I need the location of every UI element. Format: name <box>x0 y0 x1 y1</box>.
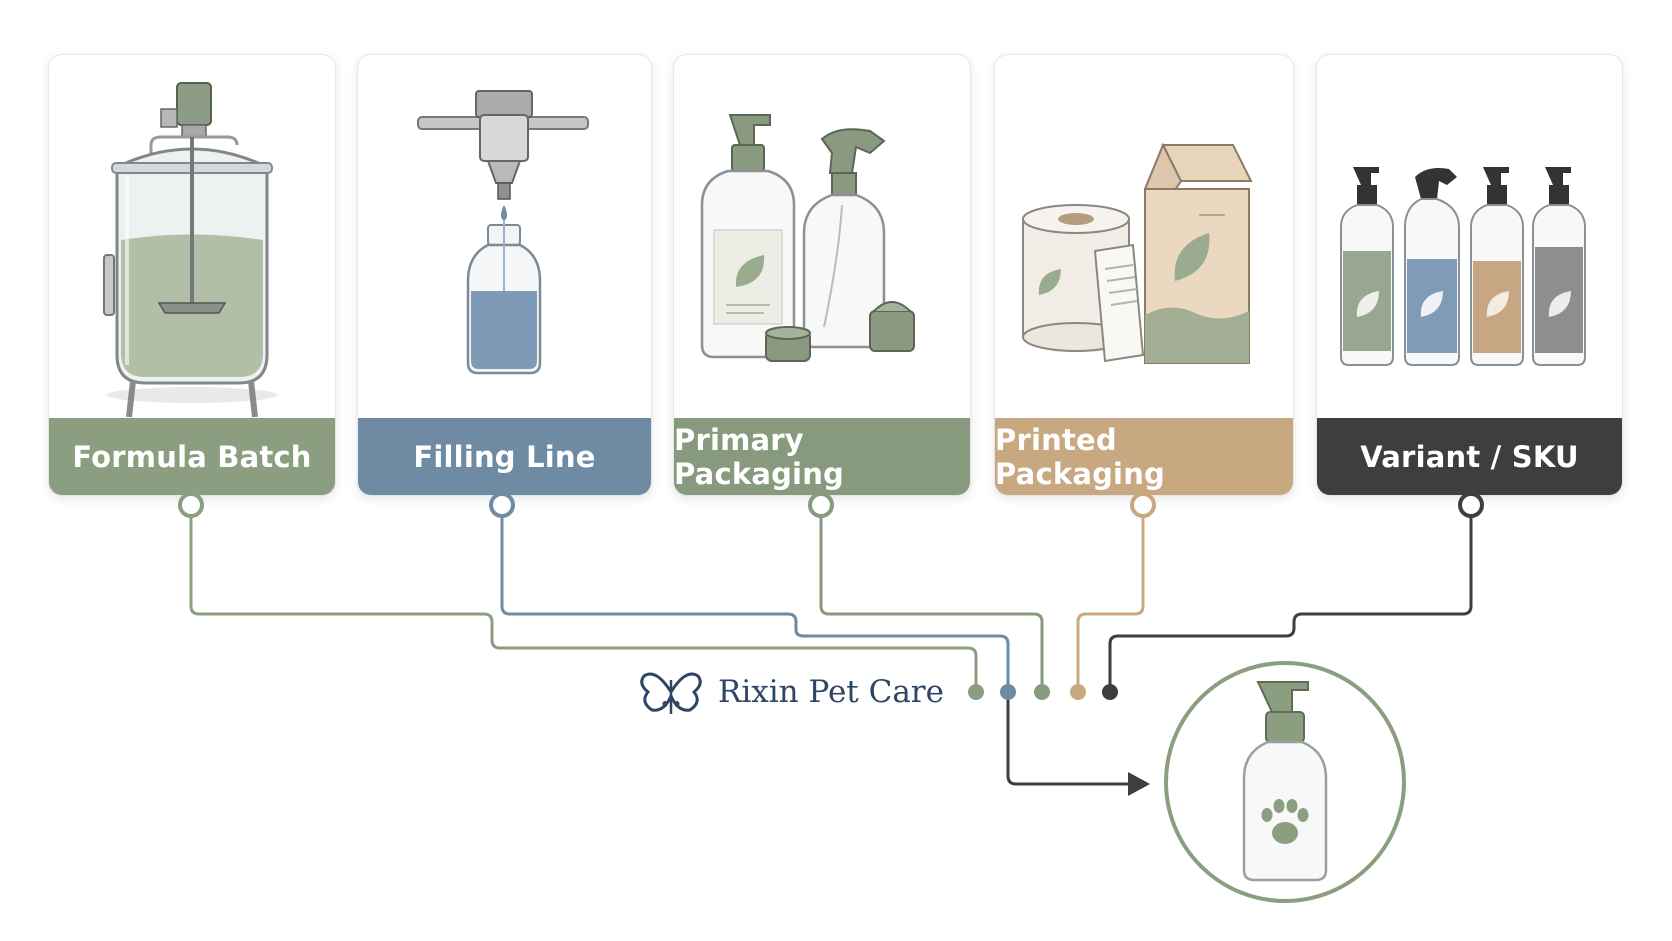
product-variants-icon <box>1340 167 1586 366</box>
stage-label-variant-sku: Variant / SKU <box>1317 418 1622 495</box>
connector-to-product <box>1006 700 1132 786</box>
butterfly-logo-icon <box>640 672 702 714</box>
label-roll-and-carton-icon <box>1022 142 1253 364</box>
finished-pet-shampoo-bottle-icon <box>1164 661 1406 903</box>
junction-dot-printed-packaging <box>1070 684 1086 700</box>
port-filling-line <box>489 492 515 518</box>
connector-variant-sku <box>1108 512 1473 691</box>
filling-nozzle-bottle-icon <box>417 90 589 375</box>
port-formula-batch <box>178 492 204 518</box>
stage-label-printed-packaging: Printed Packaging <box>995 418 1293 495</box>
stage-card-variant-sku: Variant / SKU <box>1316 54 1623 496</box>
brand-logo: Rixin Pet Care <box>638 666 944 718</box>
connector-primary-packaging <box>819 512 1044 691</box>
junction-dot-primary-packaging <box>1034 684 1050 700</box>
stage-card-filling-line: Filling Line <box>357 54 652 496</box>
brand-name: Rixin Pet Care <box>718 674 944 710</box>
stage-label-filling-line: Filling Line <box>358 418 651 495</box>
junction-dot-variant-sku <box>1102 684 1118 700</box>
connector-printed-packaging <box>1076 512 1145 691</box>
mixing-tank-icon <box>103 82 277 418</box>
port-printed-packaging <box>1130 492 1156 518</box>
junction-dot-filling-line <box>1000 684 1016 700</box>
port-primary-packaging <box>808 492 834 518</box>
stage-label-primary-packaging: Primary Packaging <box>674 418 970 495</box>
stage-card-printed-packaging: Printed Packaging <box>994 54 1294 496</box>
stage-card-formula-batch: Formula Batch <box>48 54 336 496</box>
connector-filling-line <box>500 512 1010 691</box>
junction-dot-formula-batch <box>968 684 984 700</box>
stage-card-primary-packaging: Primary Packaging <box>673 54 971 496</box>
port-variant-sku <box>1458 492 1484 518</box>
stage-label-formula-batch: Formula Batch <box>49 418 335 495</box>
arrow-head <box>1128 772 1150 796</box>
pump-and-spray-bottles-icon <box>700 114 915 362</box>
connector-formula-batch <box>189 512 978 691</box>
